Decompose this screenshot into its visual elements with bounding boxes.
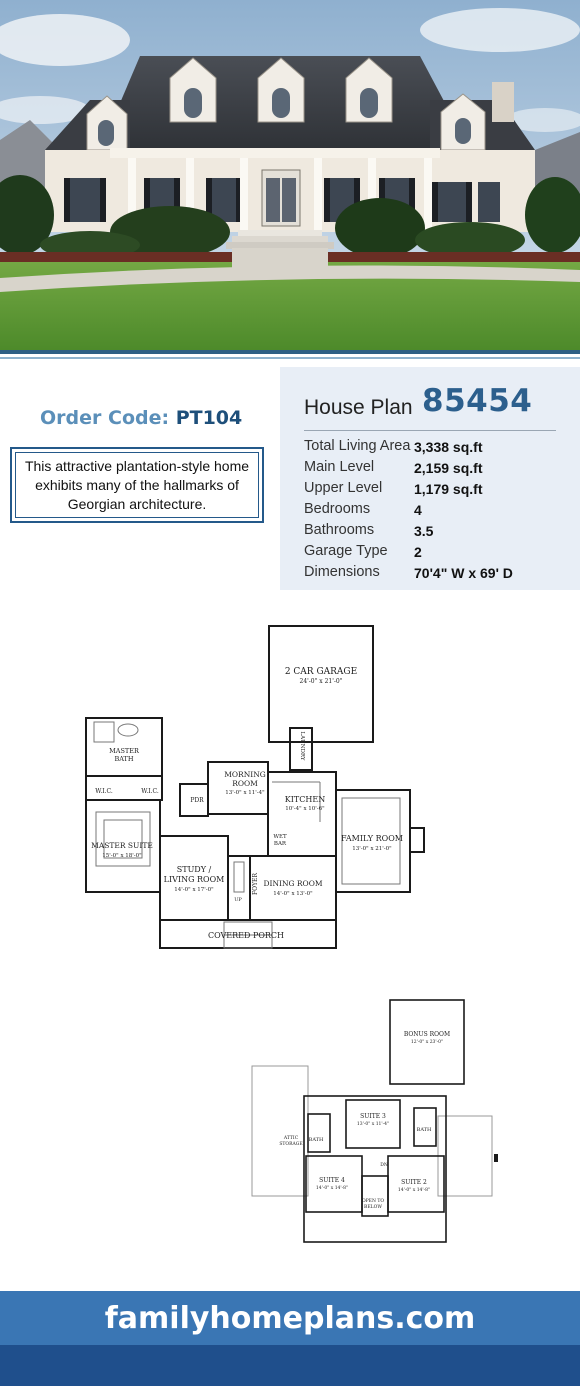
description-box: This attractive plantation-style home ex… [10, 447, 264, 523]
study-label-2: LIVING ROOM [164, 875, 225, 884]
study-label: STUDY / [177, 865, 212, 874]
order-code: Order Code: PT104 [40, 407, 242, 429]
upper-floor-plan: BONUS ROOM 12'-0" x 23'-0" SUITE 3 13'-0… [248, 996, 498, 1246]
spec-label-bathrooms: Bathrooms [304, 522, 375, 538]
bath-left-label: BATH [309, 1137, 324, 1143]
photo-border-dark [0, 350, 580, 354]
family-room-label: FAMILY ROOM [341, 834, 403, 843]
main-floor-plan: 2 CAR GARAGE 24'-0" x 21'-0" LAUNDRY MAS… [80, 622, 430, 972]
morning-room-label-2: ROOM [232, 779, 258, 788]
spec-label-garage-type: Garage Type [304, 543, 388, 559]
footer-band-top [0, 1291, 580, 1345]
spec-value-dimensions: 70'4" W x 69' D [414, 565, 513, 581]
bath-right-label: BATH [417, 1127, 432, 1133]
specs-panel: House Plan 85454 Total Living Area 3,338… [280, 367, 580, 590]
spec-value-garage-type: 2 [414, 544, 422, 560]
spec-value-total-area: 3,338 sq.ft [414, 439, 483, 455]
bonus-room-label: BONUS ROOM [404, 1031, 450, 1038]
footer: familyhomeplans.com [0, 1291, 580, 1386]
open-below-label-2: BELOW [364, 1204, 382, 1210]
master-bath-label: MASTER [109, 747, 140, 755]
attic-label-2: STORAGE [279, 1141, 302, 1147]
footer-band-bottom [0, 1345, 580, 1386]
suite4-label: SUITE 4 [319, 1177, 345, 1184]
morning-room-size: 13'-0" x 11'-4" [225, 790, 264, 796]
spec-label-main-level: Main Level [304, 459, 375, 475]
house-plan-number: 85454 [422, 383, 533, 419]
wet-bar-label-2: BAR [274, 841, 287, 847]
order-code-value: PT104 [175, 407, 243, 429]
family-room-size: 13'-0" x 21'-0" [352, 846, 391, 852]
house-plan-label: House Plan [304, 396, 413, 419]
order-code-label: Order Code: [40, 407, 170, 429]
spec-label-dimensions: Dimensions [304, 564, 380, 580]
master-suite-size: 15'-0" x 18'-0" [102, 853, 141, 859]
spec-value-bedrooms: 4 [414, 502, 422, 518]
suite4-size: 14'-0" x 14'-8" [316, 1185, 348, 1191]
spec-value-bathrooms: 3.5 [414, 523, 434, 539]
suite3-label: SUITE 3 [360, 1113, 386, 1120]
master-suite-label: MASTER SUITE [91, 841, 153, 850]
suite2-size: 14'-0" x 14'-8" [398, 1187, 430, 1193]
up-label: UP [234, 897, 242, 903]
master-bath-label-2: BATH [114, 755, 133, 763]
suite3-size: 13'-0" x 11'-4" [357, 1121, 389, 1127]
suite2-label: SUITE 2 [401, 1179, 427, 1186]
foyer-label: FOYER [252, 873, 259, 895]
dining-room-size: 14'-0" x 13'-0" [273, 891, 312, 897]
study-size: 14'-0" x 17'-0" [174, 887, 213, 893]
spec-value-main-level: 2,159 sq.ft [414, 460, 483, 476]
laundry-label: LAUNDRY [299, 731, 305, 760]
photo-border-gap [0, 354, 580, 357]
wet-bar-label: WET [273, 834, 287, 840]
spec-label-total-area: Total Living Area [304, 438, 411, 454]
footer-website[interactable]: familyhomeplans.com [104, 1301, 476, 1336]
dn-label: DN [380, 1162, 388, 1168]
garage-size: 24'-0" x 21'-0" [300, 678, 343, 685]
dining-room-label: DINING ROOM [263, 879, 322, 888]
photo-border-light [0, 357, 580, 359]
description-text: This attractive plantation-style home ex… [15, 452, 259, 518]
garage-label: 2 CAR GARAGE [285, 667, 357, 677]
pdr-label: PDR [190, 797, 204, 804]
kitchen-size: 10'-4" x 10'-6" [285, 806, 324, 812]
porch-label: COVERED PORCH [208, 931, 284, 940]
spec-label-upper-level: Upper Level [304, 480, 383, 496]
spec-label-bedrooms: Bedrooms [304, 501, 371, 517]
morning-room-label: MORNING [224, 770, 266, 779]
open-below-label: OPEN TO [362, 1198, 384, 1204]
wic-left-label: W.I.C. [95, 788, 113, 795]
house-photo [0, 0, 580, 350]
specs-divider [304, 430, 556, 431]
attic-label: ATTIC [283, 1135, 299, 1141]
bonus-room-size: 12'-0" x 23'-0" [411, 1039, 443, 1045]
spec-value-upper-level: 1,179 sq.ft [414, 481, 483, 497]
kitchen-label: KITCHEN [285, 795, 325, 804]
wic-right-label: W.I.C. [141, 788, 159, 795]
